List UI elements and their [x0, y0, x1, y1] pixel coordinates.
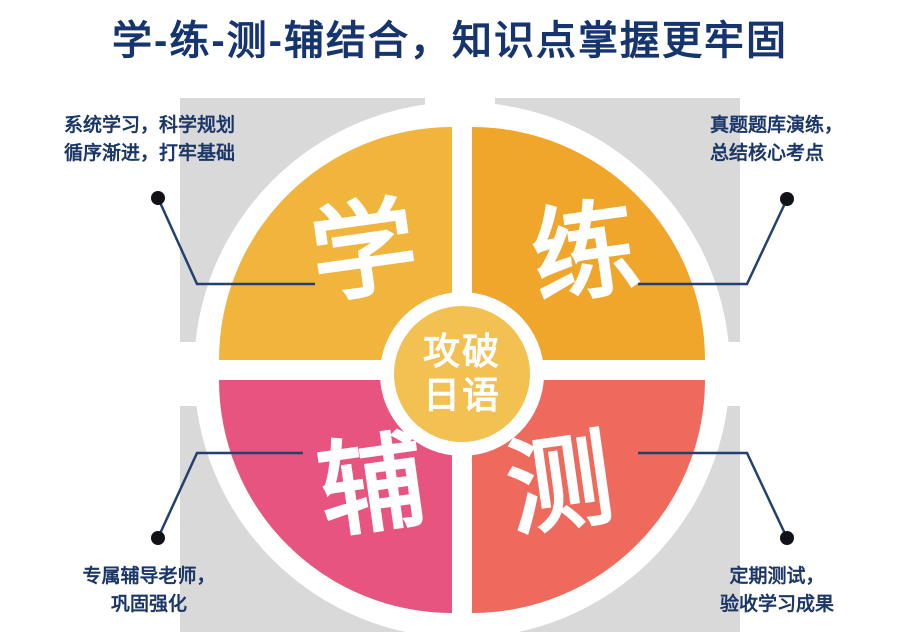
page-title: 学-练-测-辅结合，知识点掌握更牢固 — [112, 19, 788, 63]
annotation-line: 真题题库演练， — [710, 115, 844, 136]
annotation-bottom-left: 专属辅导老师， 巩固强化 — [48, 563, 250, 618]
center-badge-line-1: 攻破 — [423, 331, 501, 373]
connector-line-top-right — [638, 198, 789, 286]
annotation-line: 循序渐进，打牢基础 — [64, 142, 236, 164]
connector-line-bottom-left — [156, 451, 303, 539]
annotation-line: 验收学习成果 — [719, 593, 834, 615]
center-badge-line-2: 日语 — [423, 375, 501, 416]
connector-dot-bottom-left — [151, 531, 165, 545]
center-badge: 攻破 日语 — [380, 292, 544, 456]
connector-line-top-left — [156, 197, 315, 286]
annotation-top-left: 系统学习，科学规划 循序渐进，打牢基础 — [64, 112, 235, 167]
annotation-line: 巩固强化 — [110, 593, 187, 615]
connector-dot-bottom-right — [780, 531, 794, 545]
annotation-bottom-right: 定期测试， 验收学习成果 — [682, 563, 872, 618]
annotation-line: 系统学习，科学规划 — [64, 115, 236, 136]
annotation-line: 总结核心考点 — [710, 142, 825, 164]
center-badge-disc: 攻破 日语 — [394, 306, 530, 442]
connector-dot-top-left — [151, 191, 165, 205]
annotation-line: 专属辅导老师， — [82, 566, 216, 587]
connector-dot-top-right — [780, 192, 794, 206]
connector-line-bottom-right — [638, 451, 789, 539]
annotation-line: 定期测试， — [729, 566, 825, 587]
annotation-top-right: 真题题库演练， 总结核心考点 — [710, 112, 843, 167]
